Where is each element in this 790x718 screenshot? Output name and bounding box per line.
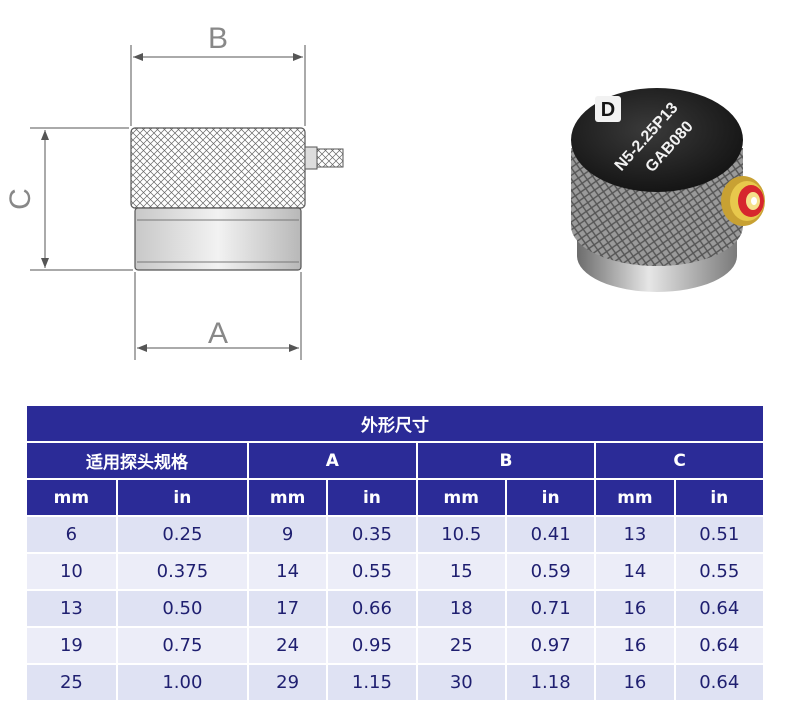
table-cell: 1.18 <box>506 665 595 700</box>
table-cell: 0.50 <box>117 591 247 626</box>
table-cell: 0.41 <box>506 517 595 552</box>
connector-pin <box>304 146 318 170</box>
unit-header: in <box>117 480 247 515</box>
table-cell: 16 <box>596 665 674 700</box>
table-row: 25 1.00 29 1.15 30 1.18 16 0.64 <box>27 665 763 700</box>
unit-header: mm <box>27 480 116 515</box>
table-cell: 0.64 <box>675 665 763 700</box>
unit-header: mm <box>596 480 674 515</box>
unit-header: mm <box>417 480 505 515</box>
table-row: 10 0.375 14 0.55 15 0.59 14 0.55 <box>27 554 763 589</box>
table-cell: 0.64 <box>675 591 763 626</box>
product-photo: D N5-2.25P13 GAB080 <box>571 88 765 292</box>
table-cell: 14 <box>248 554 327 589</box>
table-row: 6 0.25 9 0.35 10.5 0.41 13 0.51 <box>27 517 763 552</box>
table-cell: 0.64 <box>675 628 763 663</box>
table-cell: 16 <box>596 591 674 626</box>
table-cell: 1.15 <box>328 665 416 700</box>
table-title: 外形尺寸 <box>27 406 763 441</box>
brand-logo <box>595 96 621 122</box>
header-a: A <box>248 443 416 478</box>
dimension-label-b: B <box>208 22 228 55</box>
table-cell: 0.25 <box>117 517 247 552</box>
table-cell: 13 <box>27 591 116 626</box>
table-cell: 0.375 <box>117 554 247 589</box>
table-row: 19 0.75 24 0.95 25 0.97 16 0.64 <box>27 628 763 663</box>
header-c: C <box>596 443 763 478</box>
unit-header: in <box>675 480 763 515</box>
table-cell: 0.75 <box>117 628 247 663</box>
unit-header: mm <box>248 480 327 515</box>
unit-header: in <box>328 480 416 515</box>
table-cell: 16 <box>596 628 674 663</box>
table-cell: 0.66 <box>328 591 416 626</box>
table-cell: 18 <box>417 591 505 626</box>
dimension-table: 外形尺寸 适用探头规格 A B C mm in mm in mm in mm i… <box>25 404 765 702</box>
table-cell: 0.35 <box>328 517 416 552</box>
table-cell: 0.55 <box>675 554 763 589</box>
table-cell: 0.71 <box>506 591 595 626</box>
table-cell: 14 <box>596 554 674 589</box>
table-cell: 13 <box>596 517 674 552</box>
table-cell: 6 <box>27 517 116 552</box>
table-cell: 25 <box>417 628 505 663</box>
table-row: 13 0.50 17 0.66 18 0.71 16 0.64 <box>27 591 763 626</box>
table-cell: 19 <box>27 628 116 663</box>
table-cell: 25 <box>27 665 116 700</box>
table-cell: 29 <box>248 665 327 700</box>
table-cell: 0.55 <box>328 554 416 589</box>
table-cell: 0.97 <box>506 628 595 663</box>
table-cell: 17 <box>248 591 327 626</box>
table-cell: 24 <box>248 628 327 663</box>
svg-text:D: D <box>601 99 615 121</box>
dimension-label-c: C <box>4 188 37 210</box>
header-b: B <box>417 443 595 478</box>
table-cell: 0.51 <box>675 517 763 552</box>
table-cell: 0.95 <box>328 628 416 663</box>
table-cell: 15 <box>417 554 505 589</box>
knurled-body <box>130 127 306 209</box>
table-cell: 0.59 <box>506 554 595 589</box>
table-cell: 9 <box>248 517 327 552</box>
table-cell: 30 <box>417 665 505 700</box>
steel-base <box>134 207 302 271</box>
unit-header: in <box>506 480 595 515</box>
dimension-drawing: B C A <box>4 22 344 360</box>
header-probe-spec: 适用探头规格 <box>27 443 247 478</box>
table-cell: 10 <box>27 554 116 589</box>
dimension-label-a: A <box>208 317 228 350</box>
table-cell: 10.5 <box>417 517 505 552</box>
table-cell: 1.00 <box>117 665 247 700</box>
